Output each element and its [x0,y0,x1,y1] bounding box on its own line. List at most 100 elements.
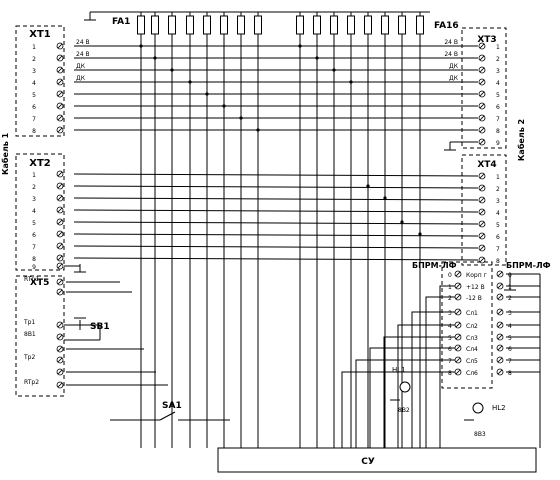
junction-dot [366,184,370,188]
bprm-pin-right: 1 [508,284,512,291]
bprm-block [441,261,493,389]
bprm-left-label: БПРМ-ЛФ [412,261,457,270]
cable-wire-mid [73,257,479,261]
xt5-row: 8B1 [24,331,36,338]
xt1-pin: 5 [32,92,36,99]
terminal-slash [57,55,63,61]
junction-dot [205,92,209,96]
xt5-block [15,275,65,397]
fa1-label: FA1 [112,17,130,27]
terminal-slash [455,283,461,289]
xt4-pin: 8 [496,258,500,265]
xt3-block [461,27,507,149]
bprm-pin-left: 2 [448,295,452,302]
terminal-slash [497,322,503,328]
xt1-pin: 7 [32,116,36,123]
terminal-slash [479,185,485,191]
terminal-slash [479,257,485,263]
terminal-slash [57,334,63,340]
terminal-slash [57,195,63,201]
xt4-pin: 6 [496,234,500,241]
terminal-slash [57,322,63,328]
xt4-pin: 2 [496,186,500,193]
plug1-label: 8В2 [398,407,410,414]
terminal-slash [57,103,63,109]
junction-dot [418,232,422,236]
cable-wire-mid [73,173,479,177]
xt3-pin: 5 [496,92,500,99]
fuse [237,15,245,35]
plug2-label: 8В3 [474,431,486,438]
bprm-to-cu [425,296,458,448]
xt1-pin: 4 [32,80,36,87]
terminal-slash [57,207,63,213]
xt3-pin: 2 [496,56,500,63]
bprm-right-label: БПРМ-ЛФ [506,261,551,270]
junction-dot [170,68,174,72]
bprm-pin-right: 5 [508,335,512,342]
bprm-pin-left: 8 [448,370,452,377]
xt1-note: ДК [76,63,86,70]
junction-dot [349,80,353,84]
terminal-slash [497,271,503,277]
xt1-pin: 6 [32,104,36,111]
junction-dot [222,104,226,108]
fuse [296,15,304,35]
bprm-signal: Сл2 [466,323,478,330]
xt3-pin: 6 [496,104,500,111]
terminal-slash [57,115,63,121]
junction-dot [239,116,243,120]
control-unit-label: СУ [361,457,375,467]
bprm-to-cu [397,324,458,448]
junction-dot [383,196,387,200]
terminal-slash [479,245,485,251]
xt5-row: Tp2 [23,354,35,361]
junction-dot [256,128,260,132]
terminal-slash [57,171,63,177]
xt2-pin: 6 [32,232,36,239]
terminal-slash [497,294,503,300]
bprm-pin-right: 7 [508,358,512,365]
xt2-pin: 3 [32,196,36,203]
bprm-signal: Сл6 [466,370,478,377]
terminal-slash [497,334,503,340]
hl1-label: HL1 [392,366,406,374]
bprm-pin-right: 8 [508,370,512,377]
terminal-slash [479,139,485,145]
bprm-to-cu [411,311,458,448]
fuse [186,15,194,35]
xt4-pin: 7 [496,246,500,253]
xt3-pin: 8 [496,128,500,135]
xt2-pin: 2 [32,184,36,191]
terminal-slash [57,382,63,388]
bprm-signal: -12 В [466,295,482,302]
fuse [330,15,338,35]
terminal-slash [479,221,485,227]
xt4-title: XT4 [477,160,496,170]
terminal-slash [455,334,461,340]
terminal-slash [479,115,485,121]
cable-wire-mid [73,233,479,237]
bprm-signal: Корп г [466,272,487,279]
bprm-pin-right: 6 [508,346,512,353]
cable-wire-mid [73,185,479,189]
xt1-note: 24 В [76,51,90,58]
xt1-pin: 2 [32,56,36,63]
fuse [220,15,228,35]
xt3-note: 24 В [444,39,458,46]
xt3-note: 24 В [444,51,458,58]
terminal-slash [57,43,63,49]
xt2-pin: 8 [32,256,36,263]
terminal-slash [455,322,461,328]
xt3-pin: 9 [496,140,500,147]
hl2-lamp [472,402,484,414]
fuse [364,15,372,35]
terminal-slash [57,231,63,237]
terminal-slash [479,209,485,215]
terminal-slash [479,233,485,239]
xt5-row: RTp2 [24,379,39,386]
xt2-pin: 5 [32,220,36,227]
terminal-slash [455,345,461,351]
terminal-slash [57,279,63,285]
terminal-slash [479,55,485,61]
